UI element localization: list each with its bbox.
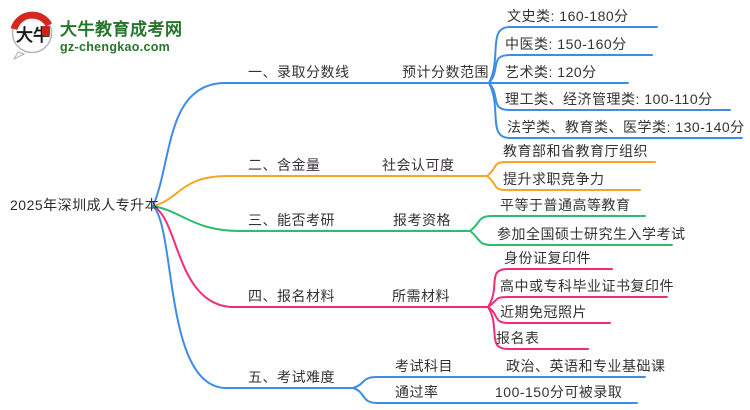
node-expected-score-range[interactable]: 预计分数范围 — [402, 64, 489, 80]
branch1-connectors — [152, 26, 743, 207]
leaf-equal-to-regular-education[interactable]: 平等于普通高等教育 — [500, 197, 631, 213]
node-admission-scores[interactable]: 一、录取分数线 — [248, 64, 350, 80]
leaf-exam-subjects-value[interactable]: 政治、英语和专业基础课 — [506, 358, 666, 374]
leaf-law-edu-med-score[interactable]: 法学类、教育类、医学类: 130-140分 — [507, 119, 745, 135]
node-postgraduate-eligibility[interactable]: 三、能否考研 — [248, 212, 335, 228]
node-exam-difficulty[interactable]: 五、考试难度 — [248, 369, 335, 385]
node-value[interactable]: 二、含金量 — [248, 157, 321, 173]
leaf-art-score[interactable]: 艺术类: 120分 — [505, 64, 597, 80]
node-pass-rate[interactable]: 通过率 — [395, 384, 439, 400]
leaf-organized-by-moe[interactable]: 教育部和省教育厅组织 — [503, 143, 648, 159]
leaf-diploma-copy[interactable]: 高中或专科毕业证书复印件 — [500, 278, 674, 294]
site-name: 大牛教育成考网 — [60, 20, 183, 39]
leaf-registration-form[interactable]: 报名表 — [496, 330, 540, 346]
node-social-recognition[interactable]: 社会认可度 — [382, 157, 455, 173]
node-registration-materials[interactable]: 四、报名材料 — [248, 288, 335, 304]
logo-bull-icon: 大牛 — [10, 11, 53, 60]
site-logo[interactable]: 大牛 大牛教育成考网 gz-chengkao.com — [8, 10, 183, 60]
leaf-tcm-score[interactable]: 中医类: 150-160分 — [505, 36, 627, 52]
leaf-pass-rate-value[interactable]: 100-150分可被录取 — [495, 384, 623, 400]
leaf-job-competitiveness[interactable]: 提升求职竞争力 — [503, 171, 605, 187]
leaf-liberal-arts-score[interactable]: 文史类: 160-180分 — [507, 8, 629, 24]
node-application-qualification[interactable]: 报考资格 — [393, 212, 451, 228]
leaf-recent-photo[interactable]: 近期免冠照片 — [500, 304, 587, 320]
leaf-national-master-exam[interactable]: 参加全国硕士研究生入学考试 — [497, 226, 686, 242]
leaf-science-econ-score[interactable]: 理工类、经济管理类: 100-110分 — [505, 91, 713, 107]
node-exam-subjects[interactable]: 考试科目 — [395, 358, 453, 374]
node-required-materials[interactable]: 所需材料 — [392, 288, 450, 304]
site-url[interactable]: gz-chengkao.com — [60, 40, 171, 54]
svg-text:大牛: 大牛 — [16, 25, 50, 46]
leaf-id-copy[interactable]: 身份证复印件 — [504, 250, 591, 266]
root-node[interactable]: 2025年深圳成人专升本 — [10, 197, 160, 213]
